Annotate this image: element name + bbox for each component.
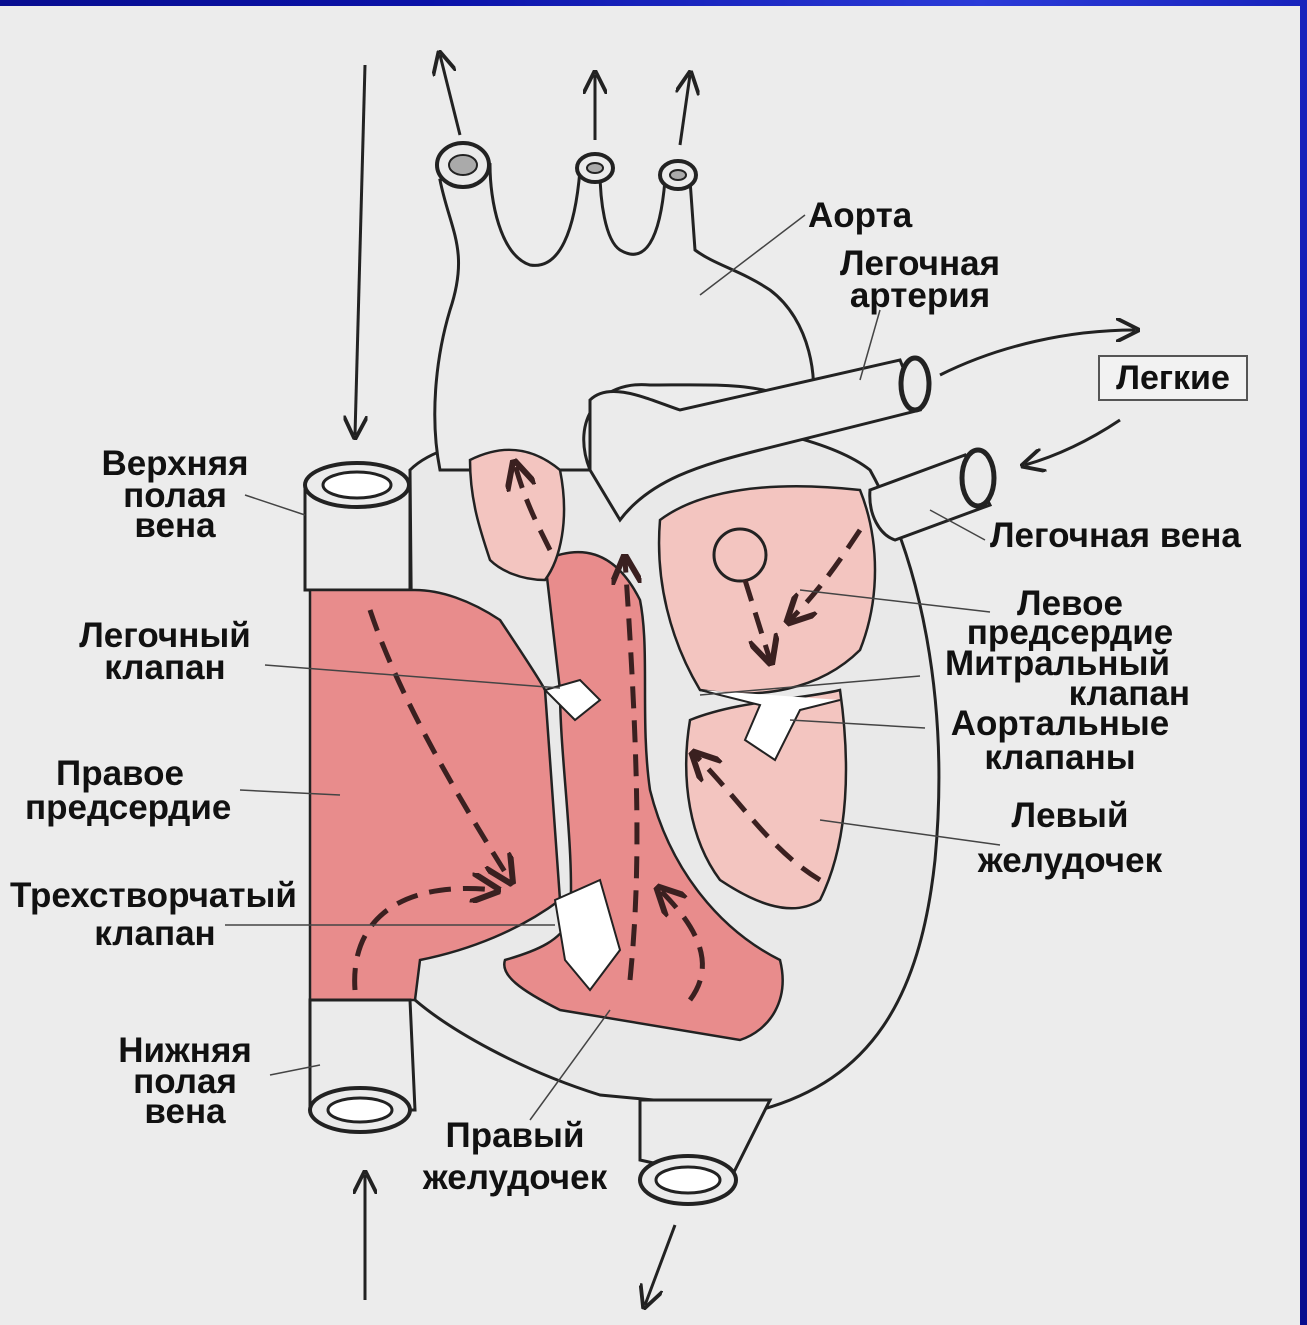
label-left-ventricle-1: Левый: [950, 800, 1190, 831]
label-pulmonary-artery-2: артерия: [820, 280, 1020, 311]
aorta-branch-3-inner: [670, 170, 686, 180]
lungs-box: Легкие: [1098, 355, 1248, 401]
label-pulmonary-valve-1: Легочный: [40, 620, 290, 651]
label-tricuspid-valve-1: Трехстворчатый: [10, 880, 297, 911]
label-pulmonary-valve-2: клапан: [40, 652, 290, 683]
label-aortic-valves-2: клапаны: [925, 742, 1195, 773]
label-pulmonary-vein: Легочная вена: [990, 520, 1241, 551]
label-svc-3: вена: [75, 510, 275, 541]
svc-opening-inner: [323, 472, 391, 498]
label-right-ventricle-2: желудочек: [395, 1162, 635, 1193]
descending-vessel-inner: [656, 1167, 720, 1193]
aorta-branch-1-inner: [449, 155, 477, 175]
ivc-opening-inner: [328, 1098, 392, 1122]
label-tricuspid-valve-2: клапан: [40, 918, 270, 949]
label-aorta: Аорта: [808, 200, 912, 231]
label-left-ventricle-2: желудочек: [950, 845, 1190, 876]
label-right-ventricle-1: Правый: [400, 1120, 630, 1151]
label-pulmonary-artery-1: Легочная: [820, 248, 1020, 279]
label-ivc-3: вена: [85, 1096, 285, 1127]
pulmonary-artery-opening: [901, 358, 929, 410]
left-atrium: [659, 486, 875, 693]
label-aortic-valves-1: Аортальные: [925, 708, 1195, 739]
label-right-atrium-2: предсердие: [25, 792, 231, 823]
label-right-atrium-1: Правое: [20, 758, 220, 789]
label-svc-1: Верхняя: [75, 448, 275, 479]
aorta-branch-2-inner: [587, 163, 603, 173]
pulmonary-vein-opening: [962, 450, 994, 506]
